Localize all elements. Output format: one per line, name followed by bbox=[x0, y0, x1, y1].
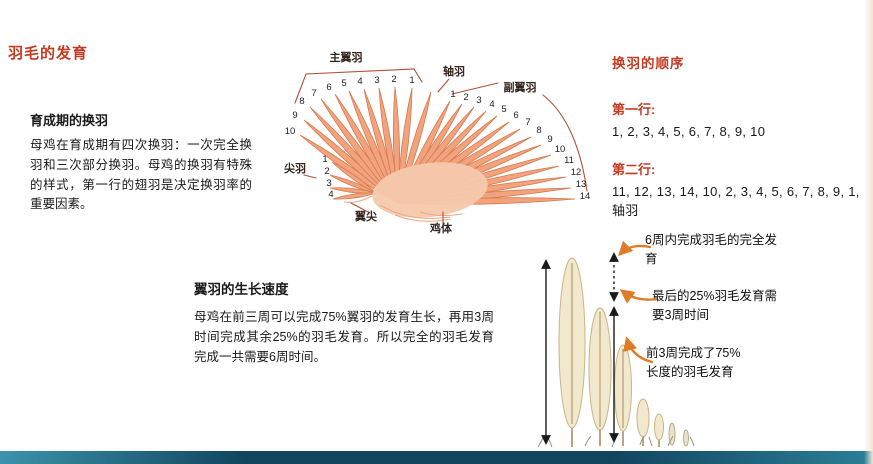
footer-bar bbox=[0, 451, 873, 464]
growth-heading: 翼羽的生长速度 bbox=[194, 282, 289, 297]
primary-label: 主翼羽 bbox=[330, 50, 363, 64]
secondary-number: 11 bbox=[564, 155, 574, 166]
tip-number: 1 bbox=[322, 154, 327, 165]
page-title: 羽毛的发育 bbox=[8, 45, 89, 62]
growth-note-first75: 前3周完成了75%长度的羽毛发育 bbox=[646, 346, 741, 379]
wing-tip-leader bbox=[350, 202, 371, 214]
molt-row1-values: 1, 2, 3, 4, 5, 6, 7, 8, 9, 10 bbox=[612, 124, 766, 139]
growing-feather-2 bbox=[588, 307, 612, 446]
molt-row2-values: 11, 12, 13, 14, 10, 2, 3, 4, 5, 6, 7, 8,… bbox=[612, 183, 860, 218]
wing-tip-label: 翼尖 bbox=[354, 209, 377, 223]
tip-feather-numbers: 1 2 3 4 bbox=[322, 154, 333, 200]
secondary-label: 副翼羽 bbox=[504, 80, 537, 94]
rearing-section: 育成期的换羽 母鸡在育成期有四次换羽：一次完全换羽和三次部分换羽。母鸡的换羽有特… bbox=[30, 110, 252, 215]
leader-arrow-first75 bbox=[623, 336, 654, 364]
secondary-number: 2 bbox=[463, 92, 468, 103]
secondary-number: 12 bbox=[571, 167, 582, 178]
primary-number: 9 bbox=[292, 110, 297, 121]
primary-number: 8 bbox=[299, 96, 304, 107]
primary-number: 2 bbox=[391, 74, 396, 85]
secondary-number: 4 bbox=[489, 99, 494, 110]
axial-label: 轴羽 bbox=[443, 64, 465, 78]
page-edge bbox=[864, 0, 873, 464]
rearing-body: 母鸡在育成期有四次换羽：一次完全换羽和三次部分换羽。母鸡的换羽有特殊的样式，第一… bbox=[30, 138, 252, 212]
tip-number: 3 bbox=[326, 178, 331, 189]
molt-order-heading: 换羽的顺序 bbox=[612, 56, 685, 71]
leader-arrow-last25 bbox=[619, 289, 658, 304]
growing-feather-3 bbox=[614, 344, 632, 446]
molt-row2-label: 第二行: bbox=[612, 161, 656, 177]
secondary-number: 13 bbox=[576, 179, 587, 190]
secondary-number: 6 bbox=[513, 110, 518, 121]
growing-feather-4 bbox=[636, 398, 650, 446]
primary-number: 10 bbox=[285, 126, 296, 137]
secondary-number: 14 bbox=[580, 191, 591, 202]
growing-feather-1 bbox=[558, 257, 586, 447]
primary-number: 6 bbox=[326, 82, 331, 93]
primary-number: 5 bbox=[341, 78, 346, 89]
primary-numbers: 10 9 8 7 6 5 4 3 2 1 bbox=[285, 74, 415, 137]
rearing-heading: 育成期的换羽 bbox=[30, 113, 109, 128]
primary-number: 1 bbox=[409, 75, 414, 86]
secondary-number: 7 bbox=[525, 117, 530, 128]
secondary-number: 8 bbox=[536, 125, 541, 136]
growth-note-last25: 最后的25%羽毛发育需要3周时间 bbox=[652, 289, 778, 322]
tip-number: 4 bbox=[328, 189, 333, 200]
tip-number: 2 bbox=[324, 166, 329, 177]
wing-brackets bbox=[294, 68, 588, 226]
molt-order-panel: 换羽的顺序 第一行: 1, 2, 3, 4, 5, 6, 7, 8, 9, 10… bbox=[612, 52, 870, 238]
secondary-number: 9 bbox=[547, 134, 552, 145]
secondary-number: 3 bbox=[476, 95, 481, 106]
molt-row1-label: 第一行: bbox=[612, 102, 656, 117]
wing-fan bbox=[299, 86, 576, 222]
secondary-number: 1 bbox=[450, 89, 455, 100]
secondary-number: 10 bbox=[555, 144, 566, 155]
secondary-bracket-right bbox=[542, 94, 588, 192]
secondary-numbers: 1 2 3 4 5 6 7 8 9 10 11 12 13 14 bbox=[450, 89, 590, 202]
tip-feathers-label: 尖羽 bbox=[284, 161, 306, 175]
primary-number: 7 bbox=[311, 88, 316, 99]
primary-number: 3 bbox=[374, 75, 379, 86]
body-label: 鸡体 bbox=[429, 221, 453, 235]
feather-sprout bbox=[683, 429, 689, 447]
leader-arrow-total bbox=[617, 240, 652, 257]
growth-section: 翼羽的生长速度 母鸡在前三周可以完成75%翼羽的发育生长，再用3周时间完成其余2… bbox=[194, 278, 494, 367]
secondary-number: 5 bbox=[501, 104, 506, 115]
primary-number: 4 bbox=[357, 76, 362, 87]
tip-feathers-leader bbox=[303, 174, 317, 179]
primary-bracket bbox=[294, 68, 423, 104]
growth-body: 母鸡在前三周可以完成75%翼羽的发育生长，再用3周时间完成其余25%的羽毛发育。… bbox=[194, 310, 494, 364]
wing-labels: 主翼羽 轴羽 副翼羽 尖羽 翼尖 鸡体 bbox=[284, 50, 537, 235]
growing-feather-5 bbox=[654, 413, 664, 447]
growth-note-total: 6周内完成羽毛的完全发育 bbox=[645, 233, 777, 266]
growth-diagram bbox=[537, 240, 695, 448]
secondary-bracket-left bbox=[451, 82, 499, 95]
axial-leader bbox=[437, 78, 450, 93]
